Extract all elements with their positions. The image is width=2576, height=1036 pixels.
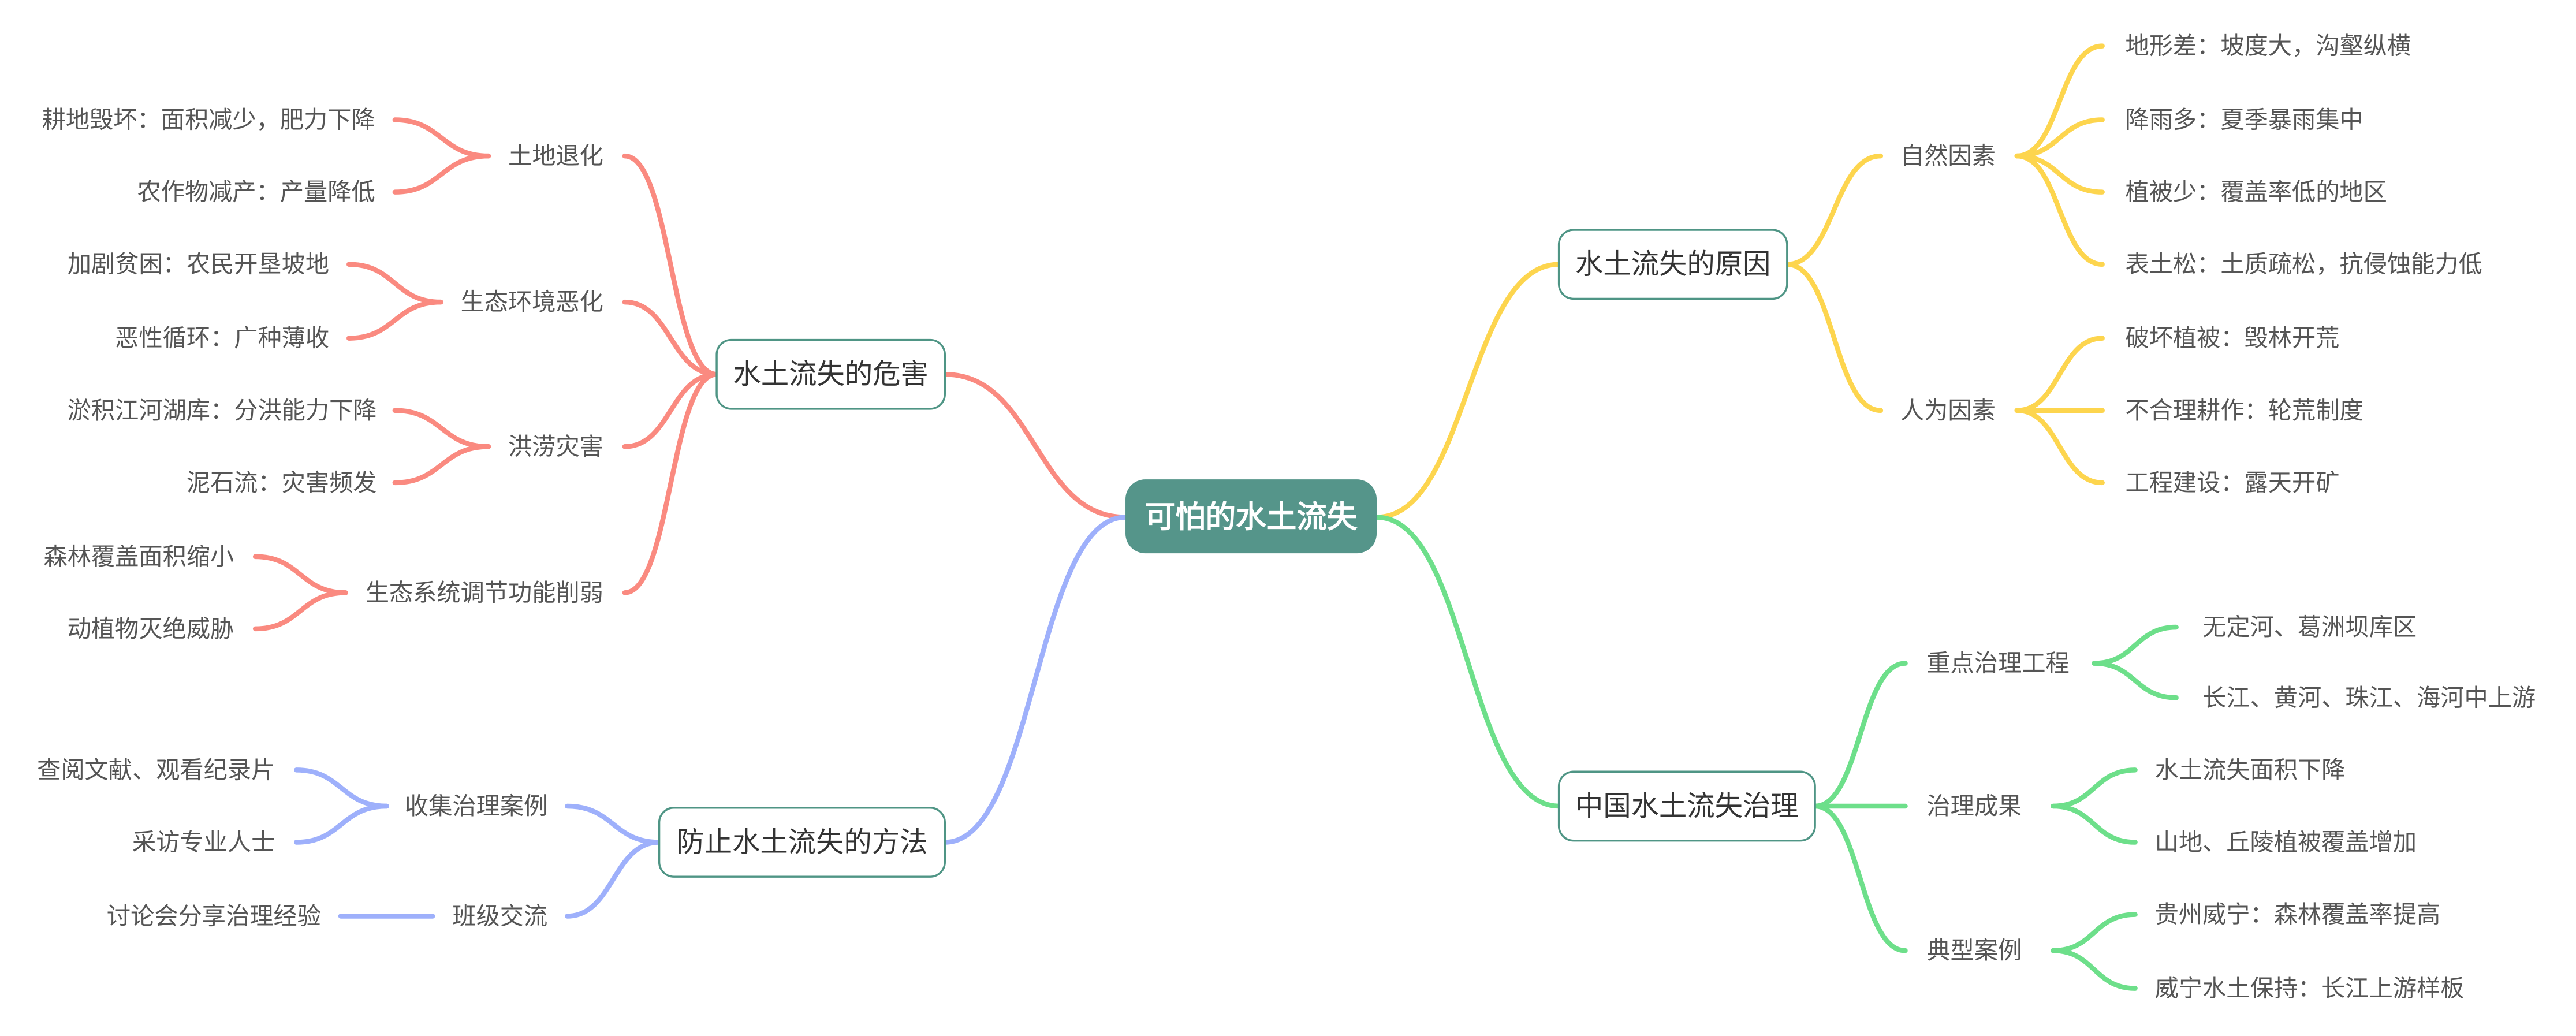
branch-edge <box>1374 515 1561 809</box>
subtopic-label[interactable]: 查阅文献、观看纪录片 <box>37 756 275 784</box>
topic-edge <box>622 371 720 449</box>
subtopic-edge <box>2014 153 2105 267</box>
subtopic-label[interactable]: 动植物灭绝威胁 <box>68 615 234 643</box>
topic-edge <box>565 840 662 919</box>
subtopic-label[interactable]: 威宁水土保持：长江上游样板 <box>2155 975 2465 1003</box>
topic-edge <box>1812 661 1908 809</box>
subtopic-edge <box>392 444 491 486</box>
subtopic-edge <box>252 554 348 595</box>
branch-label[interactable]: 水土流失的原因 <box>1575 248 1770 281</box>
topic-label[interactable]: 自然因素 <box>1900 142 1996 170</box>
subtopic-edge <box>2014 336 2105 413</box>
subtopic-label[interactable]: 讨论会分享治理经验 <box>107 902 321 930</box>
subtopic-label[interactable]: 耕地毁坏：面积减少，肥力下降 <box>42 106 375 134</box>
topic-edge <box>622 299 720 377</box>
subtopic-label[interactable]: 贵州威宁：森林覆盖率提高 <box>2155 901 2441 929</box>
branch-box <box>1557 770 1816 842</box>
subtopic-edge <box>252 590 348 632</box>
subtopic-edge <box>2051 912 2138 953</box>
root-label: 可怕的水土流失 <box>1145 500 1357 535</box>
subtopic-edge <box>2051 948 2138 991</box>
branch-node[interactable] <box>1557 770 1816 842</box>
branch-label[interactable]: 防止水土流失的方法 <box>676 826 927 859</box>
subtopic-label[interactable]: 山地、丘陵植被覆盖增加 <box>2155 829 2417 856</box>
branch-edge <box>942 515 1128 845</box>
subtopic-label[interactable]: 水土流失面积下降 <box>2155 756 2346 784</box>
subtopic-label[interactable]: 降雨多：夏季暴雨集中 <box>2125 106 2363 134</box>
subtopic-label[interactable]: 植被少：覆盖率低的地区 <box>2125 178 2387 206</box>
branch-label[interactable]: 中国水土流失治理 <box>1575 790 1799 822</box>
subtopic-edge <box>392 117 491 159</box>
subtopic-label[interactable]: 采访专业人士 <box>132 829 275 856</box>
subtopic-edge <box>2051 767 2138 809</box>
branch-box <box>715 338 946 410</box>
topic-edge <box>1812 803 1908 953</box>
subtopic-label[interactable]: 加剧贫困：农民开垦坡地 <box>68 251 329 278</box>
subtopic-label[interactable]: 表土松：土质疏松，抗侵蚀能力低 <box>2125 251 2482 278</box>
subtopic-edge <box>2092 661 2179 700</box>
subtopic-edge <box>293 803 389 845</box>
root-node[interactable]: 可怕的水土流失 <box>1125 479 1377 554</box>
subtopic-label[interactable]: 破坏植被：毁林开荒 <box>2125 325 2339 352</box>
branch-node[interactable] <box>658 807 946 878</box>
subtopic-edge <box>2014 43 2105 159</box>
subtopic-label[interactable]: 工程建设：露天开矿 <box>2125 469 2339 497</box>
topic-label[interactable]: 生态系统调节功能削弱 <box>366 579 603 606</box>
topic-label[interactable]: 洪涝灾害 <box>508 433 603 460</box>
subtopic-label[interactable]: 恶性循环：广种薄收 <box>115 325 329 352</box>
topic-label[interactable]: 人为因素 <box>1900 397 1996 424</box>
subtopic-edge <box>392 408 491 449</box>
subtopic-edge <box>293 767 389 809</box>
topic-label[interactable]: 重点治理工程 <box>1926 650 2069 677</box>
branch-node[interactable] <box>715 338 946 410</box>
subtopic-edge <box>346 262 443 305</box>
root-box <box>1125 479 1377 554</box>
branch-edge <box>1374 262 1561 520</box>
subtopic-edge <box>2014 153 2105 195</box>
subtopic-edge <box>346 299 443 341</box>
subtopic-label[interactable]: 无定河、葛洲坝库区 <box>2202 613 2417 641</box>
subtopic-label[interactable]: 泥石流：灾害频发 <box>187 469 377 497</box>
topic-label[interactable]: 班级交流 <box>452 902 547 930</box>
subtopic-label[interactable]: 淤积江河湖库：分洪能力下降 <box>68 397 377 424</box>
topic-edge <box>622 153 720 377</box>
topic-label[interactable]: 治理成果 <box>1926 792 2022 820</box>
subtopic-edge <box>2014 408 2105 486</box>
subtopic-edge <box>2051 803 2138 845</box>
topic-label[interactable]: 收集治理案例 <box>405 792 547 820</box>
subtopic-label[interactable]: 长江、黄河、珠江、海河中上游 <box>2202 684 2536 711</box>
topic-label[interactable]: 典型案例 <box>1926 937 2022 964</box>
topic-label[interactable]: 生态环境恶化 <box>461 288 603 316</box>
subtopic-edge <box>392 153 491 195</box>
branch-node[interactable] <box>1557 229 1788 300</box>
topic-edge <box>1784 262 1884 413</box>
branch-edge <box>942 371 1128 520</box>
branch-box <box>1557 229 1788 300</box>
subtopic-label[interactable]: 农作物减产：产量降低 <box>137 178 375 206</box>
topic-label[interactable]: 土地退化 <box>508 142 603 170</box>
subtopic-label[interactable]: 森林覆盖面积缩小 <box>43 543 234 571</box>
topic-edge <box>565 803 662 845</box>
branch-box <box>658 807 946 878</box>
subtopic-edge <box>2014 117 2105 159</box>
topic-edge <box>1784 153 1884 267</box>
edges <box>252 43 2179 991</box>
topic-edge <box>622 371 720 595</box>
branch-label[interactable]: 水土流失的危害 <box>733 358 929 390</box>
subtopic-label[interactable]: 不合理耕作：轮荒制度 <box>2125 397 2363 424</box>
subtopic-label[interactable]: 地形差：坡度大，沟壑纵横 <box>2125 32 2411 60</box>
subtopic-edge <box>2092 624 2179 666</box>
nodes: 可怕的水土流失 水土流失的原因 自然因素 地形差：坡度大，沟壑纵横降雨多：夏季暴雨集… <box>37 32 2536 1003</box>
